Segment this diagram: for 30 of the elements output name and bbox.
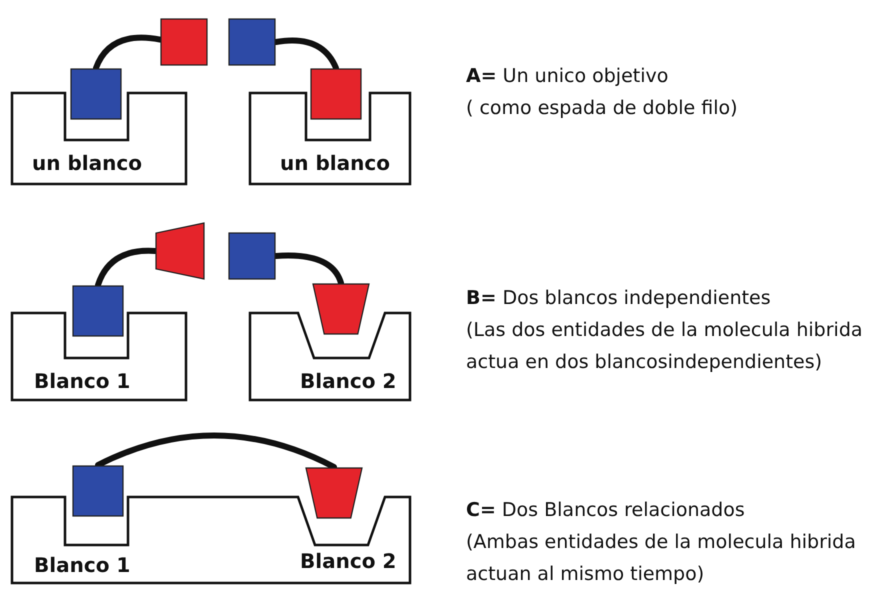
description-text: (Ambas entidades de la molecula hibrida actuan al mismo tiempo): [466, 530, 857, 587]
target-site-outline: [12, 497, 410, 583]
target-site-outline: [12, 93, 186, 184]
linker-line: [95, 248, 158, 288]
ligand-square: [228, 232, 276, 280]
target-site-outline: [12, 313, 186, 400]
ligand-trapezoid: [305, 467, 363, 519]
target-label: Blanco 1: [34, 553, 130, 577]
linker-line: [93, 34, 163, 71]
description-text: (Las dos entidades de la molecula hibrida actua en dos blancosindependientes): [466, 318, 864, 375]
ligand-square: [72, 285, 124, 337]
target-site-outline: [250, 93, 410, 184]
description-text: B= Dos blancos independientes: [466, 286, 772, 311]
target-label: Blanco 1: [34, 369, 130, 393]
ligand-square: [310, 68, 362, 120]
ligand-square: [72, 465, 124, 517]
ligand-square: [228, 18, 276, 66]
target-label: Blanco 2: [300, 549, 396, 573]
ligand-trapezoid: [155, 222, 205, 280]
linker-line: [95, 432, 337, 470]
target-label: un blanco: [280, 151, 390, 175]
ligand-square: [70, 68, 122, 120]
target-label: Blanco 2: [300, 369, 396, 393]
ligand-square: [160, 18, 208, 66]
description-text: A= Un unico objetivo: [466, 64, 670, 89]
description-text: ( como espada de doble filo): [466, 96, 739, 121]
target-label: un blanco: [32, 151, 142, 175]
ligand-trapezoid: [312, 283, 370, 335]
target-site-outline: [250, 313, 410, 400]
description-text: C= Dos Blancos relacionados: [466, 498, 746, 523]
